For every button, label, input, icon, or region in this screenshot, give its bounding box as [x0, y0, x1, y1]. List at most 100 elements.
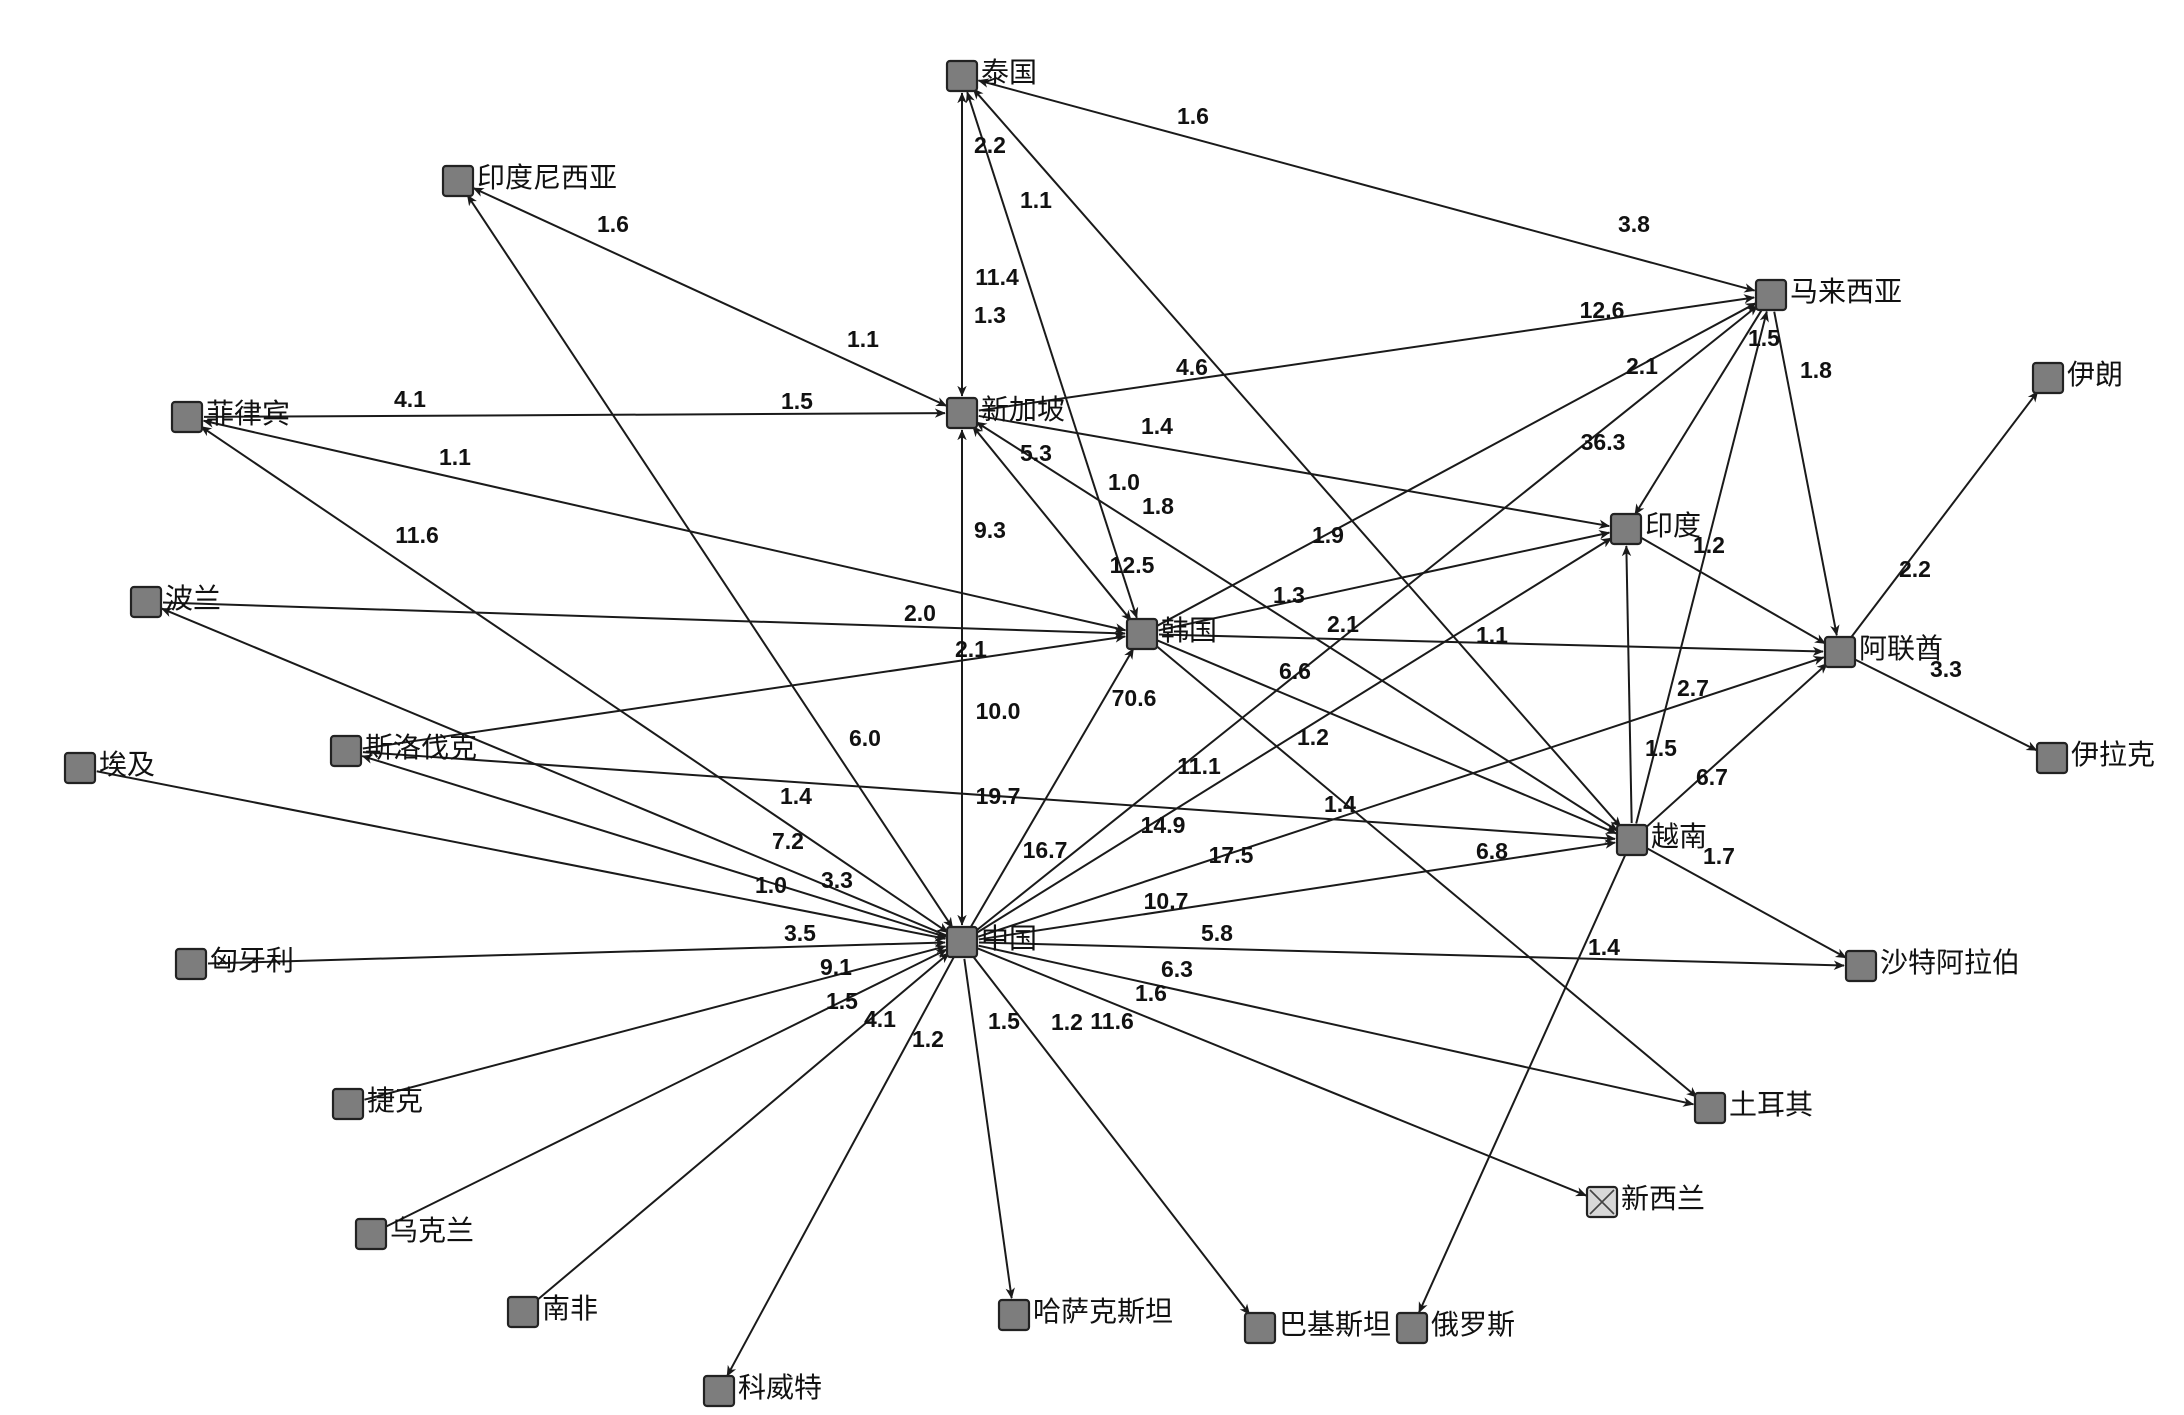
edge-weight-label: 1.5	[1748, 325, 1780, 351]
edge-china-pakistan	[971, 954, 1251, 1316]
edge-china-malaysia	[974, 304, 1759, 933]
node-philippines[interactable]: 菲律宾	[170, 397, 290, 434]
edge-china-poland	[160, 607, 947, 937]
node-square[interactable]	[2031, 361, 2065, 395]
node-label: 俄罗斯	[1431, 1308, 1515, 1341]
node-square[interactable]	[1693, 1091, 1727, 1125]
edge-vietnam-malaysia	[1635, 310, 1769, 824]
node-pakistan[interactable]: 巴基斯坦	[1243, 1308, 1391, 1345]
edge-weight-label: 2.1	[1626, 353, 1658, 379]
node-southafrica[interactable]: 南非	[506, 1292, 598, 1329]
node-square[interactable]	[945, 59, 979, 93]
edge-china-uae	[977, 656, 1825, 938]
edge-weight-label: 1.2	[912, 1026, 944, 1052]
edge-egypt-china	[96, 770, 947, 942]
node-square[interactable]	[1609, 512, 1643, 546]
edge-uae-iran	[1849, 390, 2039, 640]
edge-weight-label: 2.7	[1677, 675, 1709, 701]
node-square[interactable]	[1243, 1311, 1277, 1345]
node-label: 巴基斯坦	[1279, 1308, 1391, 1341]
node-newzealand[interactable]: 新西兰	[1585, 1182, 1705, 1219]
node-singapore[interactable]: 新加坡	[945, 393, 1065, 430]
edge-weight-label: 11.4	[975, 264, 1019, 290]
node-uae[interactable]: 阿联酋	[1823, 632, 1943, 669]
node-turkey[interactable]: 土耳其	[1693, 1088, 1813, 1125]
node-iraq[interactable]: 伊拉克	[2035, 738, 2155, 775]
edge-korea-vietnam	[1157, 639, 1618, 835]
edge-thailand-malaysia	[977, 78, 1756, 293]
node-kuwait[interactable]: 科威特	[702, 1371, 822, 1408]
node-label: 泰国	[981, 56, 1037, 89]
node-square[interactable]	[170, 400, 204, 434]
node-square[interactable]	[997, 1298, 1031, 1332]
edge-weight-label: 4.6	[1176, 354, 1208, 380]
node-saudi[interactable]: 沙特阿拉伯	[1844, 946, 2020, 983]
node-square[interactable]	[945, 925, 979, 959]
node-square[interactable]	[506, 1295, 540, 1329]
node-square[interactable]	[1754, 278, 1788, 312]
node-vietnam[interactable]: 越南	[1615, 820, 1707, 857]
node-hungary[interactable]: 匈牙利	[174, 944, 294, 981]
node-malaysia[interactable]: 马来西亚	[1754, 275, 1902, 312]
edge-weight-label: 12.5	[1110, 552, 1155, 578]
edge-singapore-malaysia	[978, 294, 1755, 412]
edge-weight-label: 1.0	[1108, 469, 1140, 495]
edge-weight-label: 3.8	[1618, 211, 1650, 237]
node-czech[interactable]: 捷克	[331, 1084, 423, 1121]
node-square[interactable]	[1615, 823, 1649, 857]
node-label: 埃及	[99, 748, 155, 781]
node-label: 匈牙利	[210, 944, 294, 977]
edge-weight-label: 10.0	[976, 698, 1021, 724]
node-square[interactable]	[441, 164, 475, 198]
node-square[interactable]	[702, 1374, 736, 1408]
edge-weight-label: 19.7	[976, 783, 1021, 809]
edge-weight-label: 12.6	[1580, 297, 1625, 323]
node-label: 科威特	[738, 1371, 822, 1404]
node-egypt[interactable]: 埃及	[63, 748, 155, 785]
edge-weight-label: 14.9	[1141, 812, 1186, 838]
node-square[interactable]	[2035, 741, 2069, 775]
edge-weight-label: 1.5	[781, 388, 813, 414]
node-square[interactable]	[1844, 949, 1878, 983]
node-square[interactable]	[354, 1217, 388, 1251]
edge-philippines-singapore	[203, 408, 946, 418]
edge-weight-label: 3.3	[821, 867, 853, 893]
node-label: 捷克	[367, 1084, 423, 1117]
edge-weight-label: 1.8	[1142, 493, 1174, 519]
edge-weight-label: 1.3	[1273, 582, 1305, 608]
node-square[interactable]	[945, 396, 979, 430]
node-label: 新西兰	[1621, 1182, 1705, 1215]
edge-weight-label: 9.1	[820, 954, 852, 980]
node-korea[interactable]: 韩国	[1125, 614, 1217, 651]
edge-weight-label: 70.6	[1112, 685, 1157, 711]
node-square[interactable]	[129, 585, 163, 619]
hatch-mark-icon	[1589, 1189, 1615, 1215]
edge-china-kazakhstan	[963, 958, 1015, 1299]
edge-korea-malaysia	[1156, 302, 1757, 627]
node-kazakhstan[interactable]: 哈萨克斯坦	[997, 1295, 1173, 1332]
node-india[interactable]: 印度	[1609, 509, 1701, 546]
edge-czech-china	[364, 944, 947, 1101]
node-square[interactable]	[331, 1087, 365, 1121]
node-thailand[interactable]: 泰国	[945, 56, 1037, 93]
edge-indonesia-china	[466, 194, 954, 929]
node-iran[interactable]: 伊朗	[2031, 358, 2123, 395]
edge-weight-label: 1.1	[439, 444, 471, 470]
node-label: 印度	[1645, 509, 1701, 542]
node-square[interactable]	[174, 947, 208, 981]
node-ukraine[interactable]: 乌克兰	[354, 1214, 474, 1251]
node-label: 印度尼西亚	[477, 161, 617, 194]
node-square[interactable]	[63, 751, 97, 785]
node-china[interactable]: 中国	[945, 922, 1037, 959]
node-square[interactable]	[1125, 617, 1159, 651]
node-square[interactable]	[1823, 635, 1857, 669]
node-indonesia[interactable]: 印度尼西亚	[441, 161, 617, 198]
node-square[interactable]	[329, 734, 363, 768]
node-poland[interactable]: 波兰	[129, 582, 221, 619]
edge-weight-label: 1.4	[1324, 791, 1356, 817]
node-slovakia[interactable]: 斯洛伐克	[329, 731, 477, 768]
node-square[interactable]	[1395, 1311, 1429, 1345]
edge-vietnam-russia	[1418, 855, 1626, 1314]
edge-weight-label: 1.6	[1177, 103, 1209, 129]
node-russia[interactable]: 俄罗斯	[1395, 1308, 1515, 1345]
